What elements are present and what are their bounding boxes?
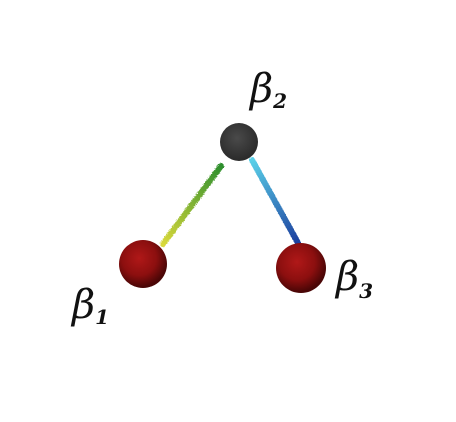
label-beta-2: β2 bbox=[248, 66, 287, 113]
atom-beta-3 bbox=[276, 243, 326, 293]
atom-beta-2 bbox=[220, 123, 258, 161]
bond-beta2-beta3 bbox=[249, 157, 301, 246]
bond-beta2-beta1 bbox=[160, 163, 224, 247]
label-beta-3: β3 bbox=[334, 254, 373, 303]
atom-beta-1 bbox=[119, 240, 167, 288]
label-beta-1: β1 bbox=[70, 282, 109, 329]
